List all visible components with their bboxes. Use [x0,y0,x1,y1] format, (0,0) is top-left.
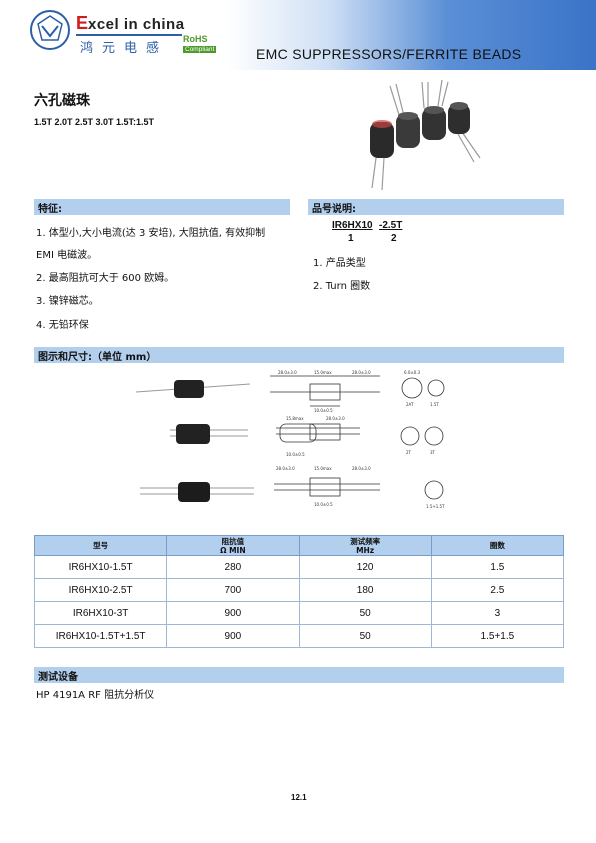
cell-turns: 2.5 [430,578,565,602]
table-row: IR6HX10-1.5T+1.5T 900 50 1.5+1.5 [33,624,565,648]
table-row: IR6HX10-1.5T 280 120 1.5 [33,555,565,579]
cell-frequency: 50 [298,624,432,648]
header-title: EMC SUPPRESSORS/FERRITE BEADS [256,46,522,62]
rohs-badge: RoHS Compliant [183,32,217,56]
logo-letter: E [76,13,89,33]
cell-model: IR6HX10-1.5T+1.5T [33,624,168,648]
equipment-text: HP 4191A RF 阻抗分析仪 [36,690,155,701]
component-photo-1 [135,380,251,398]
part-desc-1: 1. 产品类型 [313,258,366,269]
dim-label: 28.0±3.0 [326,416,345,421]
cell-turns: 3 [430,601,565,625]
dim-label: 28.0±3.0 [276,466,295,471]
component-photo-3 [140,482,254,502]
logo-chinese-name: 鸿元电感 [80,41,169,56]
dim-label: 3T [430,450,436,455]
cell-impedance: 280 [166,555,300,579]
features-bar: 特征: [34,199,290,215]
product-title: 六孔磁珠 [34,93,90,109]
table-row: IR6HX10-2.5T 700 180 2.5 [33,578,565,602]
logo-text: xcel in china [88,16,185,33]
cell-impedance: 700 [166,578,300,602]
dim-label: 2AT [406,402,414,407]
logo-divider [76,34,182,36]
cell-turns: 1.5+1.5 [430,624,565,648]
features-heading: 特征: [38,204,62,215]
feature-line-5: 4. 无铅环保 [36,320,89,331]
cell-frequency: 50 [298,601,432,625]
dim-label: 6.0±0.3 [404,370,421,375]
dim-label: 28.0±3.0 [278,370,297,375]
rohs-label: RoHS [183,34,208,44]
dim-label: 2T [406,450,412,455]
company-logo-icon [30,10,70,50]
dim-label: 1.5+1.5T [426,504,445,509]
dim-label: 15.8max [286,416,304,421]
cell-impedance: 900 [166,601,300,625]
part-code-index-1: 1 [348,233,354,244]
part-code-type: IR6HX10 [332,220,373,231]
dim-label: 10.0±0.5 [286,452,305,457]
page-number: 12.1 [291,793,307,802]
col-header-turns: 圈数 [430,535,565,556]
dim-label: 10.0±0.5 [314,502,333,507]
product-variants: 1.5T 2.0T 2.5T 3.0T 1.5T:1.5T [34,117,155,127]
part-number-heading: 品号说明: [312,204,356,215]
part-code-turn: -2.5T [379,220,403,231]
feature-line-3: 2. 最高阻抗可大于 600 欧姆。 [36,273,175,284]
dim-label: 15.0max [314,370,332,375]
cell-turns: 1.5 [430,555,565,579]
rohs-sub-label: Compliant [183,46,217,53]
cell-model: IR6HX10-3T [33,601,168,625]
feature-line-2: EMI 电磁波。 [36,250,98,261]
col-header-model: 型号 [33,535,168,556]
cell-frequency: 180 [298,578,432,602]
component-photo-2 [170,424,248,444]
dim-label: 1.5T [430,402,439,407]
part-number-bar: 品号说明: [308,199,564,215]
dim-label: 15.0max [314,466,332,471]
equipment-bar: 测试设备 [34,667,564,683]
dim-label: 28.0±3.0 [352,466,371,471]
dimension-drawings: 28.0±3.0 15.0max 28.0±3.0 6.0±0.3 10.0±0… [135,370,445,509]
cell-model: IR6HX10-1.5T [33,555,168,579]
feature-line-1: 1. 体型小,大小电流(达 3 安培), 大阻抗值, 有效抑制 [36,228,266,239]
dim-label: 10.0±0.5 [314,408,333,413]
dim-label: 28.0±3.0 [352,370,371,375]
feature-line-4: 3. 镍锌磁芯。 [36,296,99,307]
cell-impedance: 900 [166,624,300,648]
part-desc-2: 2. Turn 圈数 [313,281,371,292]
dimensions-bar: 图示和尺寸:（单位 mm） [34,347,564,363]
part-code-index-2: 2 [391,233,397,244]
product-photo [370,79,481,191]
table-row: IR6HX10-3T 900 50 3 [33,601,565,625]
dimensions-heading: 图示和尺寸:（单位 mm） [38,352,157,363]
equipment-heading: 测试设备 [38,672,78,683]
page-header: E xcel in china 鸿元电感 RoHS Compliant EMC … [0,0,596,70]
cell-model: IR6HX10-2.5T [33,578,168,602]
cell-frequency: 120 [298,555,432,579]
